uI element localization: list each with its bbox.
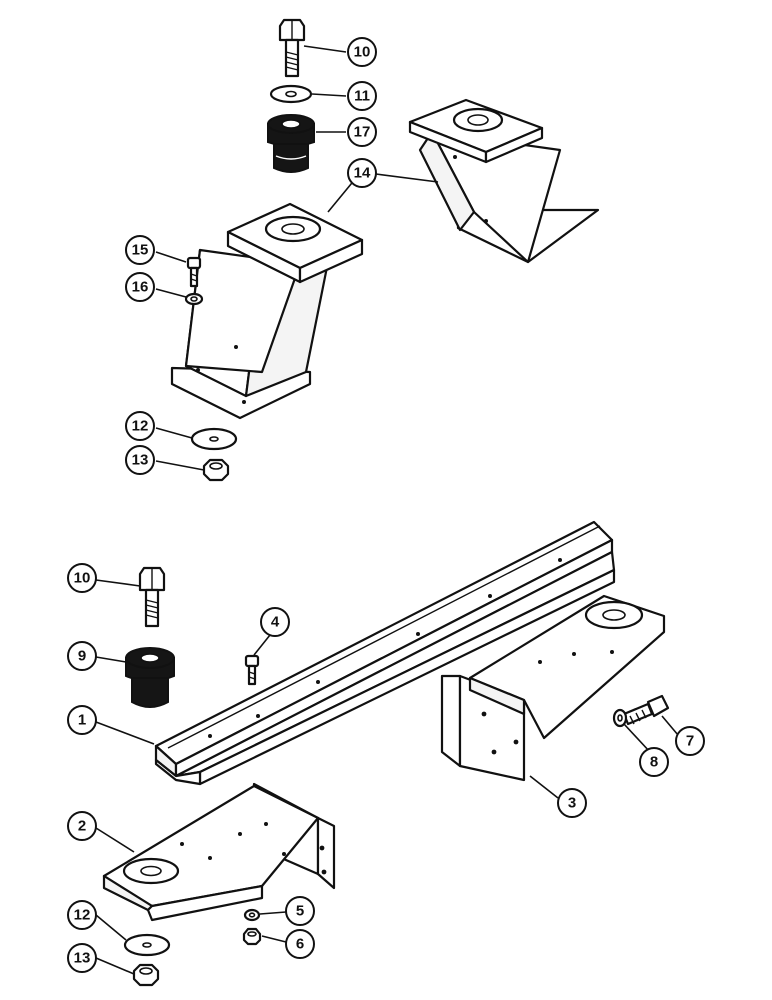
leader-15 (155, 251, 187, 263)
screw-part-15 (186, 256, 202, 288)
svg-text:7: 7 (686, 733, 694, 750)
callout-11: 11 (347, 81, 377, 111)
nut-part-6 (242, 927, 262, 946)
leader-4 (253, 634, 271, 656)
leader-5 (259, 911, 287, 915)
svg-text:5: 5 (296, 903, 304, 920)
leader-2 (95, 827, 135, 853)
svg-text:1: 1 (78, 712, 86, 729)
mount-bracket-part-14-lower (170, 202, 364, 420)
svg-text:17: 17 (354, 124, 371, 141)
rubber-mount-part-17 (267, 114, 315, 173)
callout-15: 15 (125, 235, 155, 265)
svg-text:8: 8 (650, 754, 658, 771)
svg-text:9: 9 (78, 648, 86, 665)
lock-washer-part-16 (184, 292, 204, 306)
callout-2: 2 (67, 811, 97, 841)
svg-text:2: 2 (78, 818, 86, 835)
callout-13-bottom: 13 (67, 943, 97, 973)
callout-17: 17 (347, 117, 377, 147)
nut-part-13-bottom (132, 963, 160, 987)
leader-10-top (303, 45, 347, 53)
bolt-part-10-top (278, 18, 306, 78)
leader-1 (95, 721, 155, 745)
svg-text:6: 6 (296, 936, 304, 953)
callout-6: 6 (285, 929, 315, 959)
callout-3: 3 (557, 788, 587, 818)
leader-7 (661, 715, 679, 736)
svg-text:10: 10 (74, 570, 91, 587)
svg-text:12: 12 (132, 418, 149, 435)
leader-lines (95, 45, 679, 975)
callout-13-top: 13 (125, 445, 155, 475)
nut-part-13-top (202, 458, 230, 482)
leader-3 (529, 775, 559, 799)
washer-part-11 (269, 84, 313, 104)
lock-washer-part-8 (612, 708, 628, 728)
callout-16: 16 (125, 272, 155, 302)
svg-text:10: 10 (354, 44, 371, 61)
mount-bracket-part-14-upper (408, 98, 600, 264)
leader-11 (311, 93, 347, 97)
channel-rail-part-1 (154, 520, 616, 786)
leader-13-bottom (95, 957, 135, 975)
lock-washer-part-5 (243, 908, 261, 922)
svg-text:12: 12 (74, 907, 91, 924)
callout-12-bottom: 12 (67, 900, 97, 930)
svg-text:3: 3 (568, 795, 576, 812)
callout-7: 7 (675, 726, 705, 756)
leader-10-bottom (95, 579, 141, 587)
frame-bracket-part-2 (102, 782, 336, 922)
leader-12-top (155, 427, 193, 439)
callout-9: 9 (67, 641, 97, 671)
leader-14-upper (375, 173, 439, 183)
callout-5: 5 (285, 896, 315, 926)
callout-10-bottom: 10 (67, 563, 97, 593)
svg-text:4: 4 (271, 614, 280, 631)
svg-text:13: 13 (74, 950, 91, 967)
svg-text:14: 14 (354, 165, 371, 182)
screw-part-4 (244, 654, 260, 686)
washer-part-12-bottom (123, 933, 171, 957)
washer-part-12-top (190, 427, 238, 451)
leader-6 (261, 935, 287, 943)
rubber-mount-part-9 (125, 647, 175, 708)
leader-8 (623, 723, 651, 753)
callout-10-top: 10 (347, 37, 377, 67)
leader-16 (155, 288, 187, 298)
callout-1: 1 (67, 705, 97, 735)
svg-text:16: 16 (132, 279, 149, 296)
svg-text:13: 13 (132, 452, 149, 469)
svg-text:11: 11 (354, 88, 370, 105)
callout-12-top: 12 (125, 411, 155, 441)
callout-8: 8 (639, 747, 669, 777)
callout-4: 4 (260, 607, 290, 637)
leader-12-bottom (95, 914, 127, 941)
leader-14-lower (327, 177, 357, 213)
svg-text:15: 15 (132, 242, 149, 259)
screw-part-7 (622, 694, 670, 726)
callout-14: 14 (347, 158, 377, 188)
leader-13-top (155, 460, 205, 471)
bolt-part-10-bottom (138, 566, 166, 628)
leader-9 (95, 656, 127, 663)
frame-bracket-part-3 (440, 594, 666, 782)
